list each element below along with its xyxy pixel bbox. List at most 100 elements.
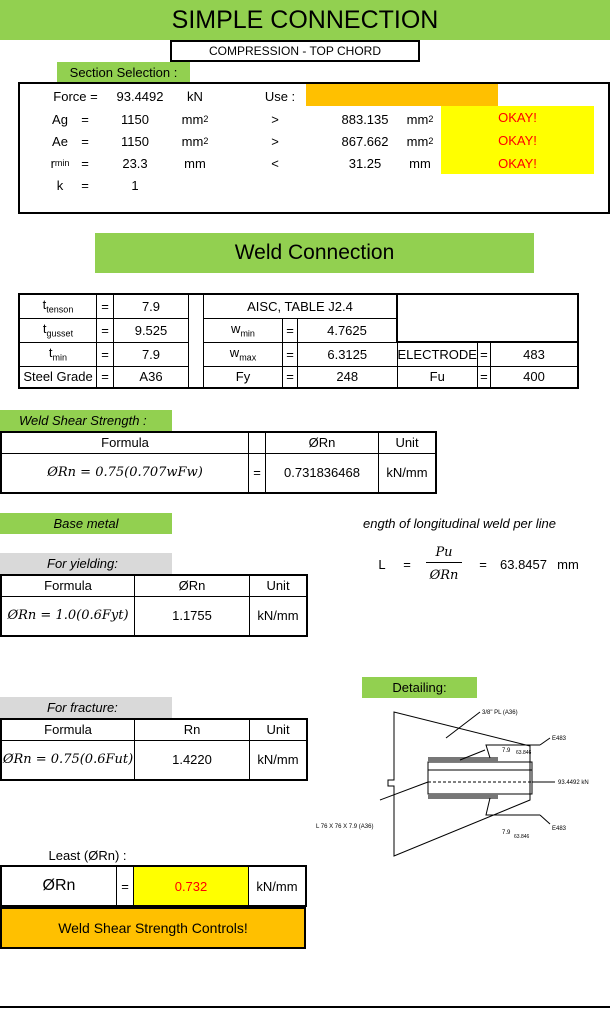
weld-shear-h-phirn: ØRn [265, 431, 379, 454]
weld-shear-unit: kN/mm [378, 452, 437, 494]
rmin-status-badge: OKAY! [441, 152, 594, 174]
t-tenson-value: 7.9 [113, 293, 189, 319]
fracture-h-formula: Formula [0, 718, 135, 741]
w-min-value: 4.7625 [297, 317, 398, 343]
length-eq2: = [479, 556, 487, 572]
weld-shear-h-unit: Unit [378, 431, 437, 454]
least-unit: kN/mm [248, 865, 307, 907]
t-min-eq: = [96, 341, 114, 367]
force-label: Force = [53, 88, 98, 104]
weld-params-table: ttenson = 7.9 AISC, TABLE J2.4 tgusset =… [18, 293, 579, 389]
t-gusset-eq: = [96, 317, 114, 343]
electrode-eq: = [476, 341, 491, 367]
weld-shear-formula: ØRn = 0.75(0.707wFw) [0, 452, 249, 494]
yielding-h-phirn: ØRn [134, 574, 250, 597]
ae-value: 1150 [121, 133, 149, 149]
weld-len-top: 63.846 [516, 750, 532, 756]
fracture-table: Formula Rn Unit ØRn = 0.75(0.6Fut) 1.422… [0, 718, 308, 781]
ae-operator: > [271, 133, 279, 149]
yielding-formula: ØRn = 1.0(0.6Fyt) [0, 595, 135, 637]
fracture-unit: kN/mm [249, 739, 308, 781]
use-section-field[interactable] [306, 84, 498, 106]
weld-shear-label: Weld Shear Strength : [0, 410, 172, 431]
weld-len-bot: 63.846 [514, 834, 530, 840]
rmin-required: 31.25 [348, 155, 382, 171]
yielding-h-formula: Formula [0, 574, 135, 597]
length-eq1: = [403, 556, 411, 572]
t-tenson-eq: = [96, 293, 114, 319]
electrode-label: ELECTRODE [396, 341, 478, 367]
t-gusset-value: 9.525 [113, 317, 189, 343]
t-tenson-label: ttenson [18, 293, 97, 319]
steel-grade-eq: = [96, 365, 114, 389]
rmin-unit: mm [184, 155, 206, 171]
ae-label: Ae [52, 133, 68, 149]
angle-label: L 76 X 76 X 7.9 (A36) [316, 824, 373, 830]
force-arrow-label: 93.4492 kN [558, 780, 589, 786]
weld-size-bot: 7.9 [502, 830, 511, 836]
t-min-label: tmin [18, 341, 97, 367]
least-label: Least (ØRn) : [48, 847, 127, 863]
electrode-bot: E483 [552, 826, 567, 832]
spacer [396, 318, 578, 342]
yielding-value: 1.1755 [134, 595, 250, 637]
force-unit: kN [187, 88, 203, 104]
page-title: SIMPLE CONNECTION [0, 0, 610, 40]
length-unit: mm [557, 556, 579, 572]
base-metal-label: Base metal [0, 513, 172, 534]
fy-label: Fy [203, 365, 283, 389]
length-value: 63.8457 [500, 556, 547, 572]
fy-eq: = [282, 365, 298, 389]
ag-value: 1150 [121, 111, 149, 127]
length-fraction-num: Pu [426, 543, 462, 563]
ag-status-badge: OKAY! [441, 106, 594, 129]
weld-shear-table: Formula ØRn Unit ØRn = 0.75(0.707wFw) = … [0, 431, 437, 494]
w-max-value: 6.3125 [297, 341, 398, 367]
length-L: L [378, 556, 386, 572]
ag-label: Ag [52, 111, 68, 127]
electrode-value: 483 [489, 341, 579, 367]
ag-required: 883.135 [341, 111, 389, 127]
ag-operator: > [271, 111, 279, 127]
w-max-label: wmax [203, 341, 283, 367]
yielding-label: For yielding: [0, 553, 172, 574]
steel-grade-value: A36 [113, 365, 189, 389]
fracture-formula: ØRn = 0.75(0.6Fut) [0, 739, 135, 781]
bottom-divider [0, 1006, 610, 1008]
rmin-required-unit: mm [409, 155, 431, 171]
fracture-h-unit: Unit [249, 718, 308, 741]
subtitle: COMPRESSION - TOP CHORD [170, 40, 420, 62]
least-eq: = [116, 865, 134, 907]
weld-shear-eq: = [248, 452, 266, 494]
ae-eq: = [81, 133, 89, 149]
spacer [188, 318, 204, 342]
length-weld-label: ength of longitudinal weld per line [363, 516, 556, 531]
yielding-unit: kN/mm [249, 595, 308, 637]
t-min-value: 7.9 [113, 341, 189, 367]
plate-label: 3/8" PL (A36) [482, 710, 518, 716]
detailing-label: Detailing: [362, 677, 477, 698]
length-fraction-den: ØRn [429, 567, 459, 583]
fracture-h-rn: Rn [134, 718, 250, 741]
weld-shear-h-formula: Formula [0, 431, 249, 454]
fu-eq: = [476, 365, 491, 389]
w-min-eq: = [282, 317, 298, 343]
spacer [396, 294, 578, 318]
rmin-value: 23.3 [122, 155, 148, 171]
connection-detail-drawing: 3/8" PL (A36) 7.9 63.846 E483 93.4492 kN… [316, 710, 589, 857]
k-value: 1 [131, 177, 139, 193]
spacer [188, 366, 204, 389]
least-value: 0.732 [133, 865, 249, 907]
k-eq: = [81, 177, 89, 193]
aisc-table-ref: AISC, TABLE J2.4 [203, 293, 398, 319]
fracture-value: 1.4220 [134, 739, 250, 781]
force-value: 93.4492 [116, 88, 164, 104]
w-min-label: wmin [203, 317, 283, 343]
spacer [248, 431, 266, 454]
ae-status-badge: OKAY! [441, 129, 594, 152]
fy-value: 248 [297, 365, 398, 389]
